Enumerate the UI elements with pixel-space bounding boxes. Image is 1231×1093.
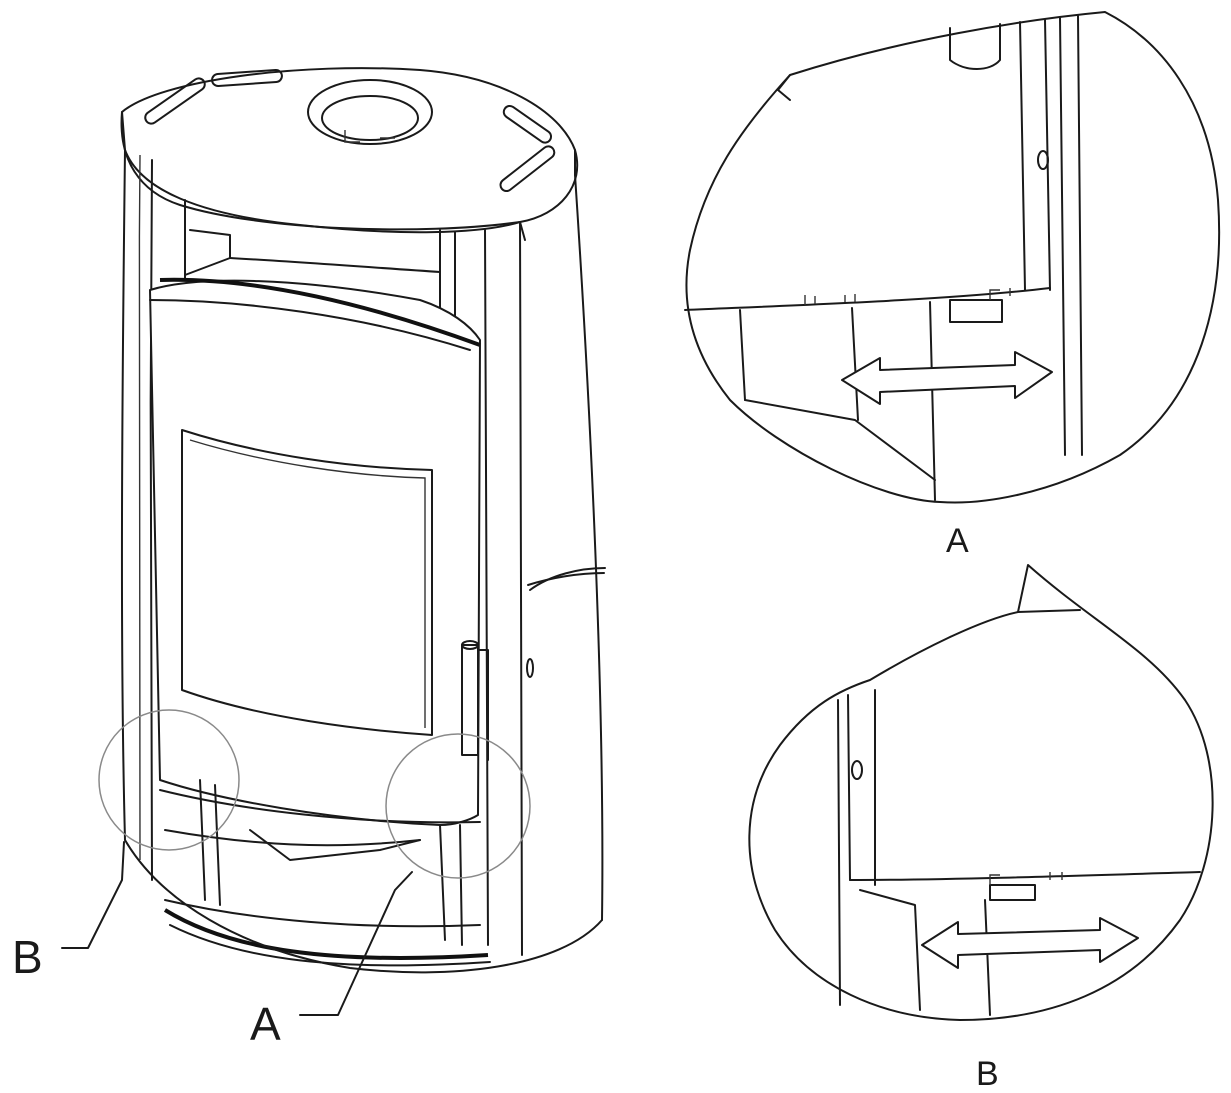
leader-line-a <box>299 871 413 1016</box>
detail-a <box>684 11 1221 504</box>
callout-circle-b <box>98 709 240 851</box>
double-arrow-icon <box>921 917 1139 969</box>
detail-a-caption: A <box>946 522 969 560</box>
callout-circle-a <box>385 733 531 879</box>
detail-b-caption: B <box>976 1055 999 1093</box>
stove-body <box>120 67 606 974</box>
callout-label-a: A <box>250 998 281 1050</box>
leader-line-b <box>61 841 125 949</box>
double-arrow-icon <box>841 351 1053 405</box>
callout-label-b: B <box>12 931 43 983</box>
detail-b <box>748 564 1214 1021</box>
